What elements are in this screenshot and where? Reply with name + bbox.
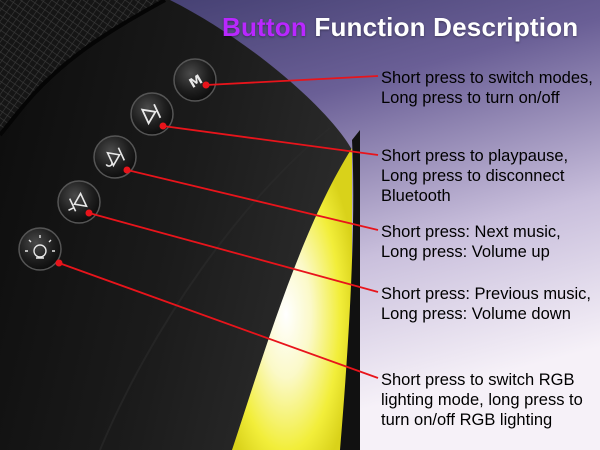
page-title: Button Function Description: [222, 12, 578, 43]
description-play-pause: Short press to playpause, Long press to …: [381, 147, 569, 205]
play-pause-icon: [140, 103, 162, 126]
description-rgb-light: Short press to switch RGB lighting mode,…: [381, 371, 583, 429]
next-icon: [105, 147, 126, 168]
leader-lines: [55, 75, 379, 379]
button-mode[interactable]: M: [173, 58, 217, 102]
description-mode: Short press to switch modes, Long press …: [381, 69, 593, 107]
button-previous[interactable]: [57, 180, 101, 224]
light-ring-glow: [232, 148, 352, 450]
speaker-grille: [0, 0, 165, 135]
title-rest: Function Description: [306, 12, 579, 42]
description-previous: Short press: Previous music, Long press:…: [381, 285, 591, 323]
button-rgb-light[interactable]: [18, 227, 62, 271]
previous-icon: [68, 191, 88, 212]
description-next: Short press: Next music, Long press: Vol…: [381, 223, 561, 261]
button-play-pause[interactable]: [130, 92, 174, 136]
rgb-light-icon: [25, 235, 55, 259]
title-accent: Button: [222, 12, 307, 42]
